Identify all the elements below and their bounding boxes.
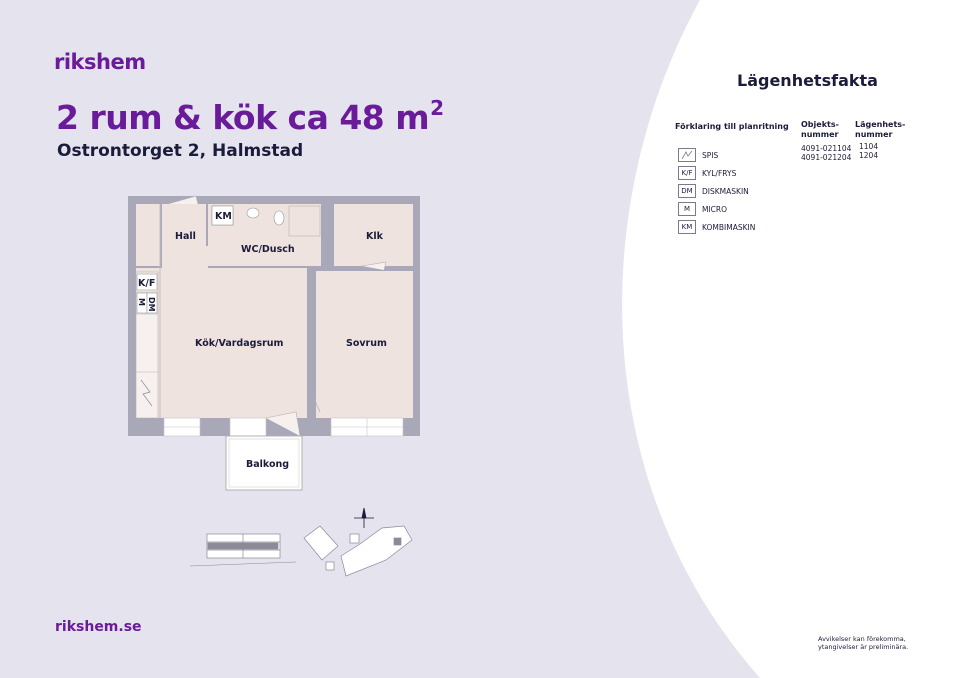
stove-icon [140, 379, 153, 407]
lagenhet-values: 1104 1204 [859, 142, 879, 160]
legend-item: KM KOMBIMASKIN [678, 218, 755, 236]
legend-item: DM DISKMASKIN [678, 182, 755, 200]
legend-item: K/F KYL/FRYS [678, 164, 755, 182]
label-wc: WC/Dusch [241, 244, 295, 255]
balcony [225, 435, 303, 491]
stove-icon [678, 148, 696, 162]
room-sovrum [316, 271, 413, 418]
room-klk [334, 204, 413, 266]
website-link[interactable]: rikshem.se [55, 619, 142, 635]
label-kf: K/F [138, 278, 155, 289]
label-balkong: Balkong [246, 459, 289, 470]
site-map [189, 525, 413, 577]
rikshem-logo[interactable]: rikshem [54, 50, 146, 74]
apartment-address: Ostrontorget 2, Halmstad [57, 141, 304, 161]
legend-list: SPIS K/F KYL/FRYS DM DISKMASKIN M MICRO … [678, 146, 755, 236]
km-box [211, 205, 234, 226]
apartment-title: 2 rum & kök ca 48 m2 [56, 96, 444, 137]
label-hall: Hall [175, 231, 196, 242]
label-dm: DM [147, 297, 156, 312]
label-km: KM [215, 211, 232, 222]
objekt-values: 4091-021104 4091-021204 [801, 144, 852, 162]
legend-item: M MICRO [678, 200, 755, 218]
north-arrow-icon [354, 507, 374, 528]
label-kok: Kök/Vardagsrum [195, 338, 284, 349]
label-klk: Klk [366, 231, 384, 242]
legend-item: SPIS [678, 146, 755, 164]
disclaimer: Avvikelser kan förekomma, ytangivelser ä… [818, 635, 909, 651]
facts-title: Lägenhetsfakta [737, 71, 878, 90]
room-kok [136, 268, 307, 418]
objekt-heading: Objekts- nummer [801, 120, 839, 139]
label-sovrum: Sovrum [346, 338, 387, 349]
label-m: M [137, 298, 146, 306]
legend-heading: Förklaring till planritning [675, 122, 789, 131]
lagenhet-heading: Lägenhets- nummer [855, 120, 906, 139]
